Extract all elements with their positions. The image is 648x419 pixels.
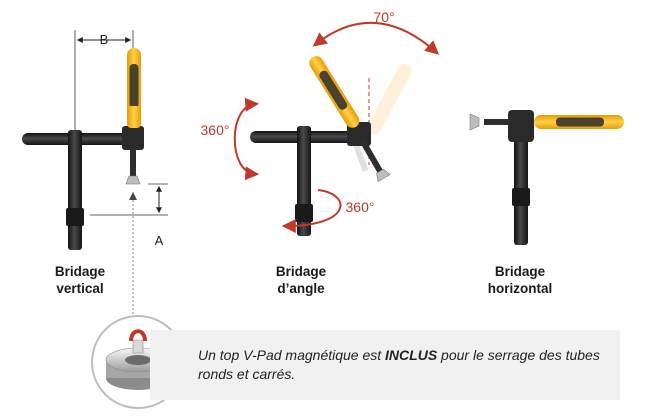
vertical-clamp-pad [125, 175, 141, 185]
vpad-ring-hole [125, 355, 151, 365]
vpad-note-text: Un top V-Pad magnétique est INCLUS pour … [198, 346, 618, 384]
rotation-360-bottom-arrow [281, 189, 342, 233]
vertical-clamp-handle-base [127, 106, 141, 128]
angle-clamp-ghost [349, 63, 412, 172]
angle-70-label: 70° [373, 9, 394, 25]
rotation-360-left-label: 360° [201, 122, 230, 138]
caption-horizontal-line1: Bridage [494, 264, 546, 279]
vertical-clamp-post [68, 130, 82, 250]
caption-vertical-clamp: Bridage vertical [30, 263, 130, 297]
a-dimension-label: A [155, 233, 164, 248]
horizontal-clamp-collar [512, 188, 530, 206]
caption-angle-line2: d’angle [277, 281, 325, 296]
vpad-magnet-icon [129, 329, 147, 342]
horizontal-clamp-illustration [469, 110, 624, 245]
vertical-clamp-spindle [130, 148, 136, 176]
caption-vertical-line1: Bridage [54, 264, 106, 279]
note-text-bold: INCLUS [385, 347, 438, 363]
angle-clamp-collar [295, 204, 313, 222]
horizontal-clamp-head [508, 110, 534, 142]
rotation-360-bottom-label: 360° [346, 199, 375, 215]
vpad-note-box [150, 330, 620, 400]
angle-clamp-illustration: 70° 360° 360° [201, 9, 440, 236]
horizontal-clamp-grip [556, 117, 604, 127]
angle-clamp-spindle [359, 138, 391, 183]
vpad-stem [132, 339, 144, 354]
horizontal-clamp-spindle [484, 119, 510, 125]
vertical-clamp-grip [129, 64, 139, 108]
caption-angle-clamp: Bridage d’angle [251, 263, 351, 297]
rotation-360-left-arrow [233, 97, 260, 181]
horizontal-clamp-pad [469, 113, 480, 131]
caption-horizontal-line2: horizontal [487, 281, 553, 296]
angle-70-arrow [312, 21, 440, 55]
caption-horizontal-clamp: Bridage horizontal [470, 263, 570, 297]
vertical-clamp-collar [66, 208, 84, 226]
note-text-after: pour le serrage des tubes ronds et carré… [198, 347, 600, 382]
b-dimension-label: B [100, 32, 109, 47]
caption-angle-line1: Bridage [275, 264, 327, 279]
note-text-before: Un top V-Pad magnétique est [198, 347, 386, 363]
caption-vertical-line2: vertical [56, 281, 104, 296]
vpad-leader-arrow [129, 192, 137, 200]
vertical-clamp-illustration: B A [22, 30, 168, 322]
vertical-clamp-head [122, 126, 144, 150]
horizontal-clamp-post [514, 115, 528, 245]
angle-clamp-handle [309, 56, 360, 128]
